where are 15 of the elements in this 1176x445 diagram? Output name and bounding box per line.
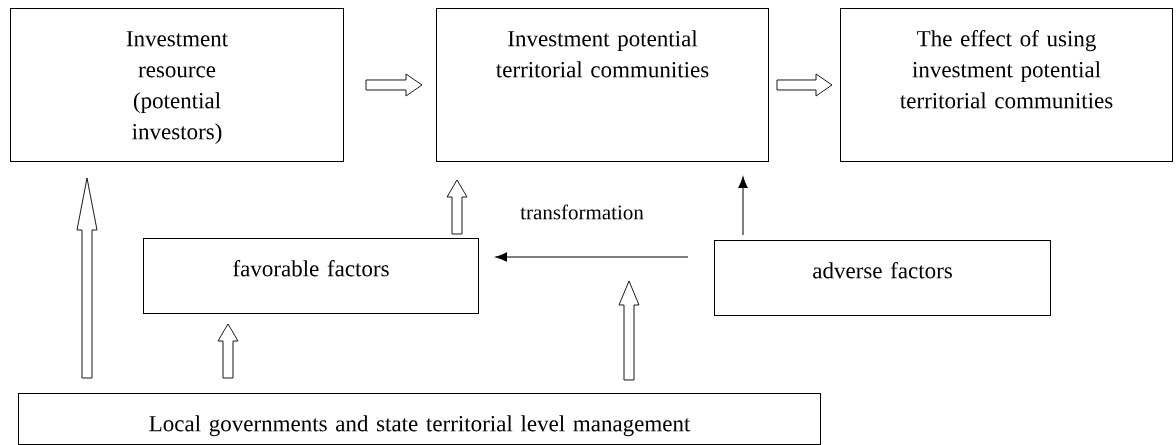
arrow — [446, 179, 468, 235]
arrow — [217, 323, 239, 379]
arrow — [618, 280, 640, 381]
arrow — [495, 252, 689, 262]
process-box: Investment resource (potential investors) — [10, 8, 344, 162]
process-box: The effect of using investment potential territorial communities — [840, 8, 1173, 162]
process-box: adverse factors — [714, 240, 1051, 316]
arrow — [365, 73, 423, 97]
arrow — [76, 177, 98, 379]
process-box: Investment potential territorial communities — [436, 8, 769, 162]
process-box: favorable factors — [143, 238, 479, 314]
arrow — [776, 73, 833, 97]
process-box: Local governments and state territorial level management — [18, 393, 821, 445]
arrow — [738, 176, 748, 236]
edge-label: transformation — [519, 203, 645, 221]
